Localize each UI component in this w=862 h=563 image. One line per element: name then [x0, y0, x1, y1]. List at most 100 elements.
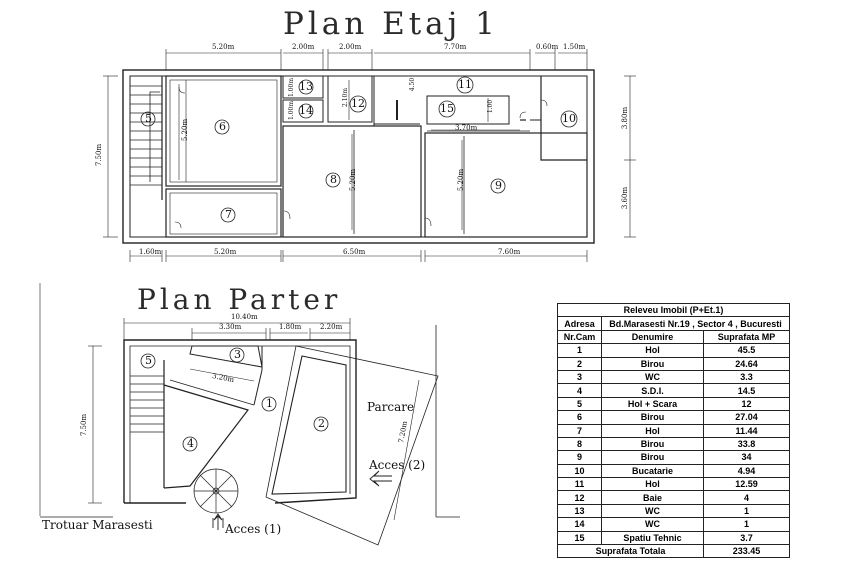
row-name: Hol: [601, 423, 704, 438]
row-name: WC: [601, 369, 704, 385]
room-number: 1: [266, 397, 273, 410]
label-parcare: Parcare: [367, 400, 415, 414]
row-area: 1: [703, 503, 790, 519]
address-value: Bd.Marasesti Nr.19 , Sector 4 , Bucurest…: [601, 316, 790, 331]
acces-arrows: [212, 470, 392, 530]
row-area: 4: [703, 490, 790, 505]
room-number: 10: [562, 112, 576, 125]
room-number: 3: [234, 348, 241, 361]
row-area: 11.44: [703, 423, 790, 438]
parter-stair: [130, 360, 165, 488]
parter-room-2: [265, 345, 439, 546]
dim-label: 3.70m: [455, 124, 478, 132]
dim-label: 1.00: [487, 99, 495, 114]
row-number: 4: [557, 383, 602, 398]
room-number: 11: [458, 78, 472, 91]
header-denumire: Denumire: [601, 329, 704, 345]
room-number: 13: [299, 80, 313, 93]
dim-label: 6.50m: [343, 248, 366, 256]
plan-parter: [39, 283, 460, 546]
etaj-room-8: [282, 125, 422, 238]
room-number: 14: [299, 104, 313, 117]
dim-label: 1.80m: [279, 323, 302, 331]
dim-label: 5.20m: [214, 248, 237, 256]
dim-label: 2.00m: [339, 43, 362, 51]
dim-label: 2.00m: [292, 43, 315, 51]
table-title: Releveu Imobil (P+Et.1): [557, 302, 790, 318]
dim-label: 7.50m: [80, 413, 89, 437]
dim-label: 1.60m: [139, 248, 162, 256]
row-name: Hol + Scara: [601, 396, 704, 412]
room-number: 12: [351, 97, 365, 110]
row-name: WC: [601, 503, 704, 519]
area-table: Releveu Imobil (P+Et.1) Adresa Bd.Marase…: [557, 302, 790, 559]
row-name: Bucatarie: [601, 463, 704, 479]
parter-spiral-stair: [193, 468, 239, 514]
dim-label: 10.40m: [231, 313, 258, 321]
row-area: 1: [703, 517, 790, 532]
row-name: WC: [601, 517, 704, 532]
dim-label: 5.20m: [457, 168, 466, 192]
row-area: 45.5: [703, 343, 790, 358]
row-number: 1: [557, 343, 602, 358]
label-acces-1: Acces (1): [225, 522, 282, 536]
row-number: 3: [557, 369, 602, 385]
dim-label: 5.20m: [349, 168, 358, 192]
plan-etaj-1: [103, 49, 636, 262]
dim-label: 1.50m: [563, 43, 586, 51]
dim-label: 1.00m: [288, 100, 296, 121]
room-number: 2: [318, 417, 325, 430]
row-area: 12: [703, 396, 790, 412]
etaj-room-14: [282, 99, 324, 123]
dim-label: 0.60m: [536, 43, 559, 51]
row-name: Hol: [601, 477, 704, 492]
etaj-outer-wall: [122, 69, 595, 244]
row-name: Spatiu Tehnic: [601, 530, 704, 546]
address-label: Adresa: [557, 316, 602, 331]
dim-label: 7.70m: [444, 43, 467, 51]
row-area: 34: [703, 450, 790, 465]
dim-label: 2.20m: [320, 323, 343, 331]
room-number: 6: [219, 120, 226, 133]
row-number: 15: [557, 530, 602, 546]
row-number: 10: [557, 463, 602, 479]
row-number: 7: [557, 423, 602, 438]
row-name: Birou: [601, 410, 704, 425]
row-number: 6: [557, 410, 602, 425]
dim-label: 7.50m: [95, 143, 104, 167]
row-number: 11: [557, 477, 602, 492]
dim-label: 3.80m: [621, 106, 630, 130]
parter-outer-wall: [123, 339, 357, 504]
label-acces-2: Acces (2): [369, 458, 426, 472]
dim-label: 5.20m: [212, 43, 235, 51]
room-number: 15: [440, 102, 454, 115]
dim-label: 4.50: [409, 77, 417, 92]
etaj-room-7: [165, 188, 282, 238]
total-value: 233.45: [703, 544, 790, 559]
row-area: 4.94: [703, 463, 790, 479]
row-name: Birou: [601, 450, 704, 465]
header-suprafata: Suprafata MP: [703, 329, 790, 345]
room-number: 9: [495, 179, 502, 192]
room-number: 8: [330, 173, 337, 186]
row-name: Baie: [601, 490, 704, 505]
dim-label: 3.60m: [621, 186, 630, 210]
etaj-stair: [130, 76, 163, 200]
title-plan-etaj: Plan Etaj 1: [283, 6, 499, 42]
dim-label: 1.00m: [288, 77, 296, 98]
